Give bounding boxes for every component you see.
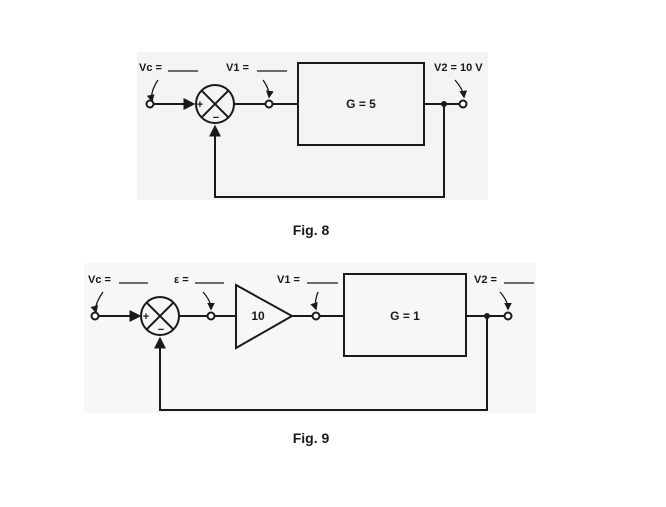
fig8-vc-pointer-arrow bbox=[146, 79, 159, 103]
fig9-caption: Fig. 9 bbox=[293, 430, 330, 446]
fig9-amp-gain: 10 bbox=[251, 309, 265, 323]
fig9-v2-pointer-arrow bbox=[499, 291, 512, 311]
fig9-vc-pointer-arrow bbox=[90, 291, 104, 314]
fig8-vc-label: Vc = bbox=[139, 62, 162, 74]
fig9-amplifier-triangle bbox=[235, 283, 295, 350]
fig9-output-terminal bbox=[503, 311, 513, 321]
fig9-e-terminal bbox=[206, 311, 216, 321]
fig9-v2-label: V2 = bbox=[474, 274, 497, 286]
fig8-output-terminal bbox=[458, 99, 468, 109]
fig9-v1-terminal bbox=[311, 311, 321, 321]
fig8-v2-pointer-arrow bbox=[454, 79, 468, 99]
fig8-v2-label: V2 = 10 V bbox=[434, 62, 483, 74]
fig9-block-gain: G = 1 bbox=[390, 309, 420, 323]
fig8-input-terminal bbox=[145, 99, 155, 109]
fig9-input-terminal bbox=[90, 311, 100, 321]
fig8-diagram: Vc = V1 = V2 = 10 V + − G = 5 Fig. 8 bbox=[139, 62, 483, 238]
fig8-feedback-path bbox=[209, 104, 445, 198]
fig9-diagram: Vc = ε = V1 = V2 = + − 10 G = 1 bbox=[88, 273, 534, 446]
fig8-plus-sign: + bbox=[197, 99, 203, 111]
fig9-e-label: ε = bbox=[174, 274, 189, 286]
fig9-v1-pointer-arrow bbox=[310, 291, 319, 311]
fig8-caption: Fig. 8 bbox=[293, 222, 330, 238]
fig8-v1-label: V1 = bbox=[226, 62, 249, 74]
fig9-e-pointer-arrow bbox=[202, 291, 215, 311]
fig8-v1-pointer-arrow bbox=[262, 79, 274, 99]
fig9-minus-sign: − bbox=[158, 324, 164, 336]
fig9-v1-label: V1 = bbox=[277, 274, 300, 286]
fig9-plus-sign: + bbox=[143, 311, 149, 323]
fig9-feedback-path bbox=[154, 316, 488, 411]
fig9-vc-label: Vc = bbox=[88, 274, 111, 286]
fig8-minus-sign: − bbox=[213, 112, 219, 124]
fig8-v1-terminal bbox=[264, 99, 274, 109]
fig8-panel bbox=[137, 52, 488, 200]
fig9-panel bbox=[84, 263, 536, 413]
fig8-block-gain: G = 5 bbox=[346, 97, 376, 111]
